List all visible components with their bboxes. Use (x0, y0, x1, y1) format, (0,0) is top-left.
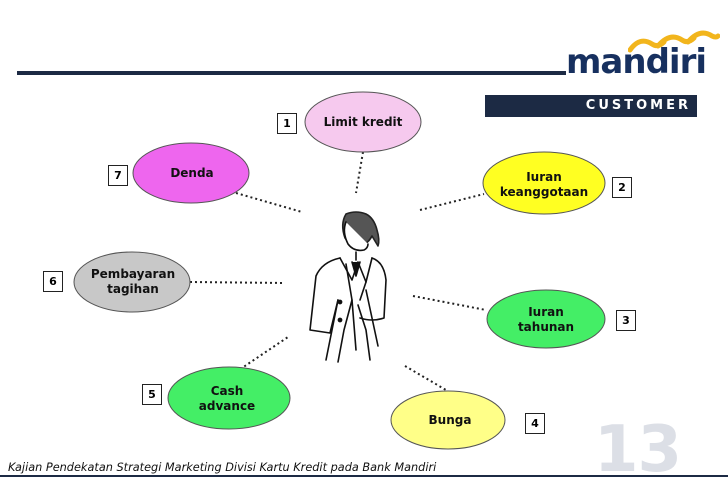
node-number-5: 5 (142, 384, 162, 405)
node-number-4: 4 (525, 413, 545, 434)
node-ellipse-7 (132, 142, 250, 204)
node-ellipse-6 (73, 251, 191, 313)
footer-rule (0, 475, 728, 477)
node-number-2: 2 (612, 177, 632, 198)
logo-wave-icon (628, 30, 720, 53)
node-number-1: 1 (277, 113, 297, 134)
node-label-5: Cash advance (198, 384, 256, 413)
node-label-3: Iuran tahunan (517, 305, 575, 334)
node-label-6: Pembayaran tagihan (90, 267, 176, 296)
connector-7 (235, 192, 303, 213)
header-rule (17, 71, 566, 75)
footer-caption: Kajian Pendekatan Strategi Marketing Div… (8, 461, 437, 474)
node-ellipse-2 (482, 151, 606, 215)
node-number-3: 3 (616, 310, 636, 331)
connector-4 (404, 365, 447, 391)
node-number-7: 7 (108, 165, 128, 186)
node-ellipse-5 (167, 366, 291, 430)
business-person-icon (309, 211, 387, 363)
connector-2 (419, 193, 485, 211)
page-number: 13 (594, 413, 682, 487)
connector-6 (189, 281, 286, 284)
connector-3 (412, 295, 487, 311)
node-ellipse-1 (304, 91, 422, 153)
connector-5 (235, 336, 289, 373)
node-ellipse-4 (390, 390, 506, 450)
node-label-4: Bunga (428, 413, 472, 427)
connector-1 (355, 151, 364, 194)
node-label-7: Denda (170, 166, 214, 180)
node-label-1: Limit kredit (323, 115, 403, 129)
node-number-6: 6 (43, 271, 63, 292)
section-title: CUSTOMER (485, 95, 697, 117)
node-ellipse-3 (486, 289, 606, 349)
node-label-2: Iuran keanggotaan (499, 170, 589, 199)
logo-text: mandiri (566, 42, 707, 82)
